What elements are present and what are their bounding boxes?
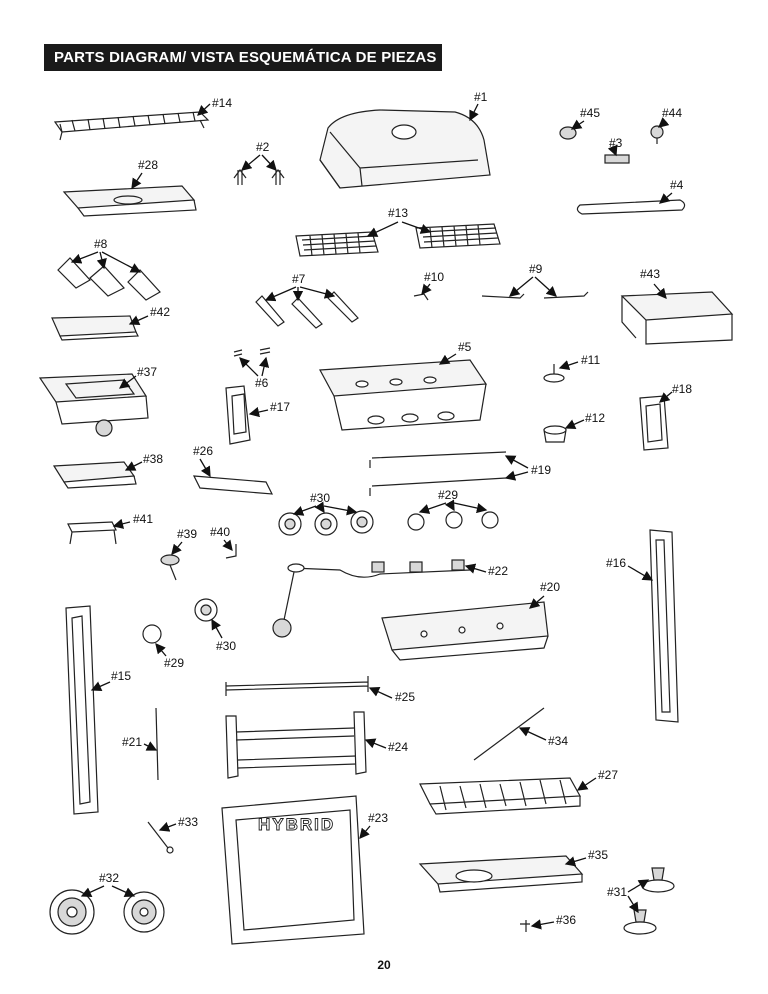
part-14-warming-rack (53, 111, 210, 141)
label-37: #37 (137, 365, 157, 379)
label-36: #36 (556, 913, 576, 927)
part-3-ignitor (604, 154, 630, 164)
part-26-bracket (192, 475, 274, 495)
label-38: #38 (143, 452, 163, 466)
page-number: 20 (377, 958, 391, 972)
label-45: #45 (580, 106, 600, 120)
part-25-crossbar (225, 676, 369, 696)
label-28: #28 (138, 158, 158, 172)
part-18-bracket (639, 395, 669, 451)
part-36-screw (520, 920, 530, 932)
label-18: #18 (672, 382, 692, 396)
part-20-control-panel (381, 601, 549, 661)
page-title: PARTS DIAGRAM/ VISTA ESQUEMÁTICA DE PIEZ… (44, 44, 442, 71)
part-27-basket (419, 777, 581, 815)
part-34-rod (473, 707, 545, 761)
label-44: #44 (662, 106, 682, 120)
part-41-bracket (67, 521, 117, 545)
part-45-bezel (559, 126, 577, 140)
label-30-top: #30 (310, 491, 330, 505)
part-38-side-grate (52, 461, 137, 489)
label-13: #13 (388, 206, 408, 220)
label-16: #16 (606, 556, 626, 570)
part-28-grease-tray (62, 185, 197, 217)
part-13-cooking-grids (295, 223, 501, 257)
part-8-heat-tents (57, 257, 161, 301)
label-40: #40 (210, 525, 230, 539)
label-7: #7 (292, 272, 306, 286)
label-12: #12 (585, 411, 605, 425)
part-33-bolt (147, 821, 174, 854)
label-11: #11 (581, 353, 600, 367)
label-10: #10 (424, 270, 444, 284)
label-4: #4 (670, 178, 684, 192)
label-30-single: #30 (216, 639, 236, 653)
label-25: #25 (395, 690, 415, 704)
part-11-fitting (543, 364, 565, 383)
label-9: #9 (529, 262, 543, 276)
part-12-cup (543, 425, 567, 443)
part-40-electrode (225, 544, 237, 559)
label-29-single: #29 (164, 656, 184, 670)
label-8: #8 (94, 237, 108, 251)
label-31: #31 (607, 885, 627, 899)
part-9-brackets (481, 291, 589, 299)
part-5-firebox (319, 359, 488, 431)
label-43: #43 (640, 267, 660, 281)
part-30-knobs (278, 510, 374, 536)
label-32: #32 (99, 871, 119, 885)
part-23-door: HYBRID (221, 795, 365, 945)
label-29-top: #29 (438, 488, 458, 502)
label-6: #6 (255, 376, 269, 390)
label-17: #17 (270, 400, 290, 414)
part-22-manifold (272, 559, 471, 638)
label-41: #41 (133, 512, 153, 526)
part-17-bracket (225, 385, 251, 445)
part-29-bezels (407, 511, 499, 531)
label-19: #19 (531, 463, 551, 477)
label-34: #34 (548, 734, 568, 748)
part-2-hinges (233, 169, 285, 185)
label-5: #5 (458, 340, 472, 354)
label-24: #24 (388, 740, 408, 754)
part-15-left-leg (65, 605, 99, 815)
part-30-knob (194, 598, 218, 622)
label-35: #35 (588, 848, 608, 862)
label-33: #33 (178, 815, 198, 829)
label-20: #20 (540, 580, 560, 594)
part-21-pin (155, 707, 159, 781)
label-39: #39 (177, 527, 197, 541)
door-logo: HYBRID (258, 815, 335, 834)
part-10-clip (413, 293, 429, 301)
part-35-tray (418, 855, 584, 893)
label-42: #42 (150, 305, 170, 319)
part-32-wheels (49, 889, 165, 935)
part-19-rods (369, 451, 507, 496)
part-43-side-shelf (620, 291, 734, 345)
label-1: #1 (474, 90, 488, 104)
label-3: #3 (609, 136, 623, 150)
part-16-right-leg (649, 529, 679, 723)
part-42-panel (51, 315, 139, 341)
part-1-lid (319, 109, 491, 189)
label-21: #21 (122, 735, 142, 749)
part-4-handle (576, 199, 686, 215)
label-22: #22 (488, 564, 508, 578)
part-44-knob (650, 125, 664, 144)
part-6-clips (233, 347, 271, 357)
label-2: #2 (256, 140, 270, 154)
label-14: #14 (212, 96, 232, 110)
label-27: #27 (598, 768, 618, 782)
label-26: #26 (193, 444, 213, 458)
part-37-side-burner-housing (38, 373, 149, 437)
label-23: #23 (368, 811, 388, 825)
label-15: #15 (111, 669, 131, 683)
part-24-bottom-frame (225, 711, 367, 779)
part-39-valve (160, 554, 180, 581)
part-29-bezel (142, 624, 162, 644)
